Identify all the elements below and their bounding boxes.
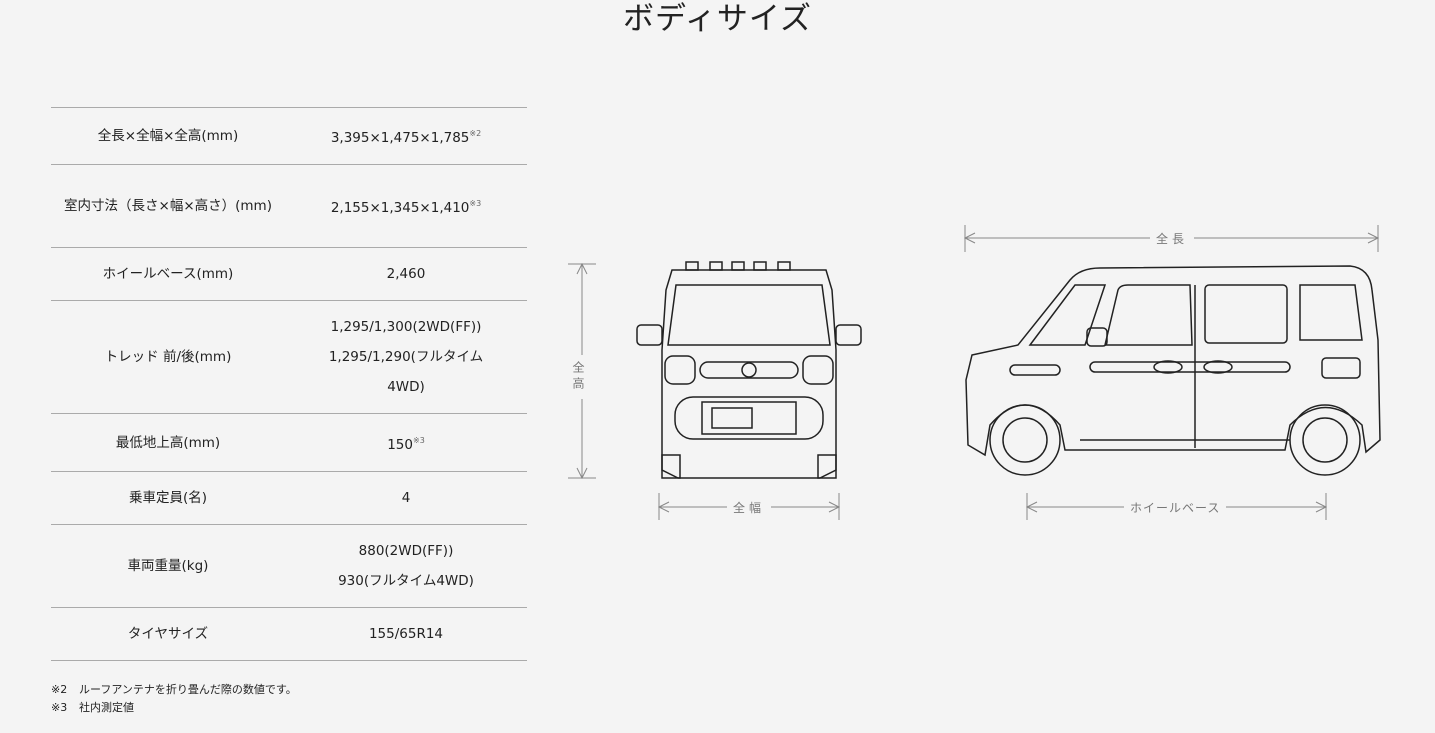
spec-label: 最低地上高(mm) [51, 413, 285, 472]
car-side-view [965, 265, 1381, 476]
car-front-view [636, 261, 862, 479]
spec-value: 3,395×1,475×1,785※2 [285, 107, 527, 165]
spec-value: 155/65R14 [285, 607, 527, 661]
table-row: 全長×全幅×全高(mm)3,395×1,475×1,785※2 [51, 107, 527, 165]
spec-value: 2,155×1,345×1,410※3 [285, 164, 527, 248]
spec-label: ホイールベース(mm) [51, 247, 285, 301]
page-title: ボディサイズ [623, 1, 812, 37]
table-row: 車両重量(kg)880(2WD(FF))930(フルタイム4WD) [51, 524, 527, 608]
table-row: トレッド 前/後(mm)1,295/1,300(2WD(FF))1,295/1,… [51, 300, 527, 414]
spec-table: 全長×全幅×全高(mm)3,395×1,475×1,785※2 室内寸法（長さ×… [51, 107, 527, 661]
spec-label: 乗車定員(名) [51, 471, 285, 525]
spec-value: 880(2WD(FF))930(フルタイム4WD) [285, 524, 527, 608]
spec-label: 全長×全幅×全高(mm) [51, 107, 285, 165]
spec-value: 2,460 [285, 247, 527, 301]
width-label: 全幅 [727, 499, 772, 516]
spec-value: 150※3 [285, 413, 527, 472]
spec-value: 1,295/1,300(2WD(FF))1,295/1,290(フルタイム4WD… [285, 300, 527, 414]
spec-value: 4 [285, 471, 527, 525]
table-row: 室内寸法（長さ×幅×高さ）(mm)2,155×1,345×1,410※3 [51, 164, 527, 248]
table-row: 最低地上高(mm)150※3 [51, 413, 527, 472]
spec-label: 車両重量(kg) [51, 524, 285, 608]
table-row: 乗車定員(名)4 [51, 471, 527, 525]
height-label: 全高 [570, 355, 587, 399]
spec-label: トレッド 前/後(mm) [51, 300, 285, 414]
length-label: 全長 [1150, 230, 1195, 247]
spec-label: 室内寸法（長さ×幅×高さ）(mm) [51, 164, 285, 248]
spec-label: タイヤサイズ [51, 607, 285, 661]
wheelbase-label: ホイールベース [1124, 499, 1227, 516]
table-row: ホイールベース(mm)2,460 [51, 247, 527, 301]
